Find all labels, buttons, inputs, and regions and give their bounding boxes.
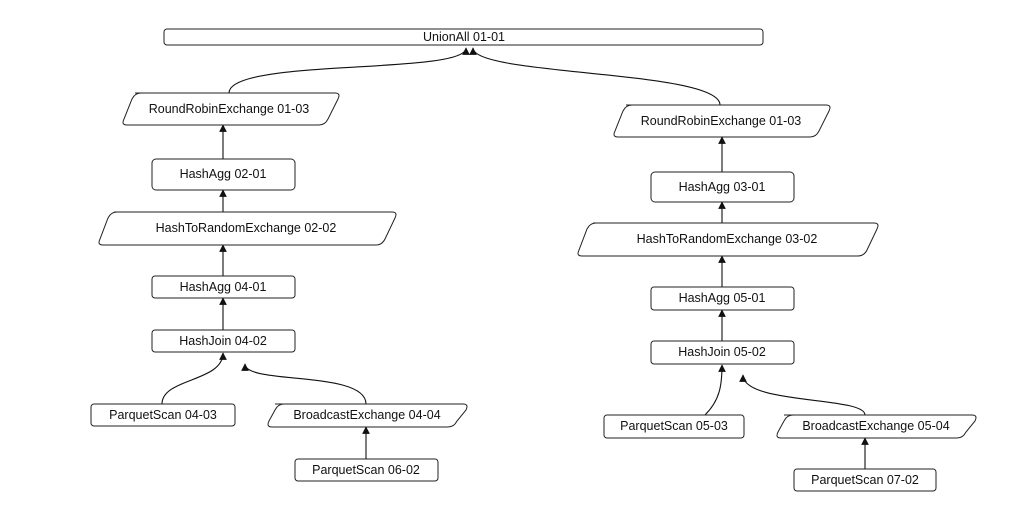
node-left-parquet-scan[interactable]: ParquetScan 04-03 xyxy=(90,403,236,427)
edge-right-scan-to-join xyxy=(704,364,726,416)
node-right-parquet-scan-box xyxy=(603,414,745,439)
node-left-hashjoin[interactable]: HashJoin 04-02 xyxy=(151,329,296,353)
node-right-hash-to-random-exchange[interactable]: HashToRandomExchange 03-02 xyxy=(577,222,879,257)
node-right-roundrobin-exchange-label: RoundRobinExchange 01-03 xyxy=(641,114,802,128)
node-right-hashagg-top-box xyxy=(650,171,795,203)
node-left-parquet-scan-broadcast[interactable]: ParquetScan 06-02 xyxy=(294,458,439,482)
edge-right-exchange-to-union xyxy=(469,47,721,106)
node-union-all[interactable]: UnionAll 01-01 xyxy=(163,28,764,46)
node-left-hash-to-random-exchange[interactable]: HashToRandomExchange 02-02 xyxy=(98,211,397,246)
node-right-hashagg-bottom[interactable]: HashAgg 05-01 xyxy=(650,286,795,311)
node-right-broadcast-exchange-label: BroadcastExchange 05-04 xyxy=(802,419,949,433)
node-right-broadcast-exchange-shape xyxy=(776,414,977,439)
node-left-broadcast-exchange[interactable]: BroadcastExchange 04-04 xyxy=(267,403,468,428)
node-right-hashjoin[interactable]: HashJoin 05-02 xyxy=(650,340,795,365)
node-left-broadcast-exchange-label: BroadcastExchange 04-04 xyxy=(293,408,440,422)
node-right-roundrobin-exchange-shape xyxy=(613,104,831,138)
node-right-parquet-scan[interactable]: ParquetScan 05-03 xyxy=(603,414,745,439)
node-left-parquet-scan-label: ParquetScan 04-03 xyxy=(109,408,217,422)
node-right-broadcast-exchange[interactable]: BroadcastExchange 05-04 xyxy=(776,414,977,439)
node-right-hashagg-top-label: HashAgg 03-01 xyxy=(679,180,766,194)
node-union-all-label: UnionAll 01-01 xyxy=(423,30,505,44)
node-right-hashjoin-box xyxy=(650,340,795,365)
edge-left-broadcast-to-join xyxy=(241,363,367,405)
node-right-hashagg-bottom-label: HashAgg 05-01 xyxy=(679,291,766,305)
edges xyxy=(161,47,869,469)
node-right-hashagg-top[interactable]: HashAgg 03-01 xyxy=(650,171,795,203)
node-left-hashagg-bottom[interactable]: HashAgg 04-01 xyxy=(151,275,296,299)
node-right-parquet-scan-broadcast-box xyxy=(793,468,937,492)
node-left-parquet-scan-box xyxy=(90,403,236,427)
node-left-hashagg-top-label: HashAgg 02-01 xyxy=(180,167,267,181)
node-left-broadcast-exchange-shape xyxy=(267,403,468,428)
node-left-hashjoin-label: HashJoin 04-02 xyxy=(179,334,267,348)
node-left-hashjoin-box xyxy=(151,329,296,353)
edge-right-broadcast-to-join xyxy=(739,374,866,416)
node-left-roundrobin-exchange-shape xyxy=(122,92,340,126)
edge-left-scan-to-join xyxy=(161,352,227,405)
node-left-hash-to-random-exchange-label: HashToRandomExchange 02-02 xyxy=(156,221,337,235)
node-left-hashagg-bottom-box xyxy=(151,275,296,299)
node-right-hash-to-random-exchange-label: HashToRandomExchange 03-02 xyxy=(637,232,818,246)
node-left-parquet-scan-broadcast-box xyxy=(294,458,439,482)
node-right-parquet-scan-label: ParquetScan 05-03 xyxy=(620,419,728,433)
node-right-hashagg-bottom-box xyxy=(650,286,795,311)
node-right-hashjoin-label: HashJoin 05-02 xyxy=(678,345,766,359)
node-left-hashagg-bottom-label: HashAgg 04-01 xyxy=(180,280,267,294)
node-left-roundrobin-exchange-label: RoundRobinExchange 01-03 xyxy=(149,102,310,116)
node-right-parquet-scan-broadcast[interactable]: ParquetScan 07-02 xyxy=(793,468,937,492)
node-right-hash-to-random-exchange-shape xyxy=(577,222,879,257)
node-left-parquet-scan-broadcast-label: ParquetScan 06-02 xyxy=(312,463,420,477)
node-right-parquet-scan-broadcast-label: ParquetScan 07-02 xyxy=(811,473,919,487)
node-left-roundrobin-exchange[interactable]: RoundRobinExchange 01-03 xyxy=(122,92,340,126)
edge-left-exchange-to-union xyxy=(228,47,470,94)
node-union-all-box xyxy=(163,28,764,46)
node-left-hashagg-top-box xyxy=(151,158,296,191)
node-right-roundrobin-exchange[interactable]: RoundRobinExchange 01-03 xyxy=(613,104,831,138)
node-left-hash-to-random-exchange-shape xyxy=(98,211,397,246)
node-left-hashagg-top[interactable]: HashAgg 02-01 xyxy=(151,158,296,191)
